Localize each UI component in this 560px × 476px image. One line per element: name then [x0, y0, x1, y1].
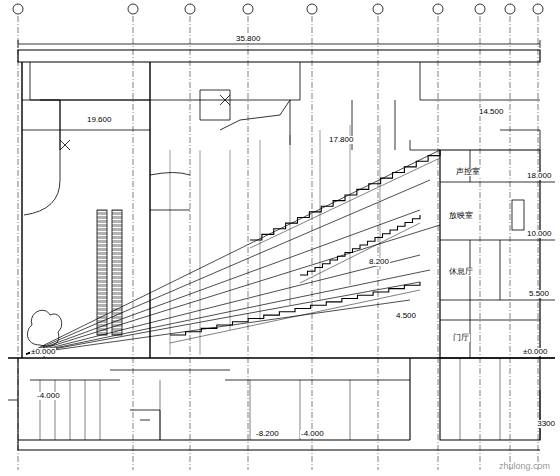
- level-label: 18.000: [526, 172, 552, 180]
- level-label: 35.800: [235, 35, 261, 43]
- level-label: ±0.000: [30, 348, 56, 356]
- level-label: 4.500: [395, 312, 417, 320]
- level-label: 门厅: [452, 334, 470, 342]
- level-label: 14.500: [478, 108, 504, 116]
- level-label: ±0.000: [522, 348, 548, 356]
- level-label: 8.200: [368, 258, 390, 266]
- level-label: 声控室: [455, 168, 481, 176]
- level-label: 5.500: [528, 290, 550, 298]
- level-label: -4.000: [36, 392, 61, 400]
- watermark: zhulong.com: [498, 462, 551, 471]
- level-label: -8.200: [255, 430, 280, 438]
- level-label: 17.800: [328, 136, 354, 144]
- level-label: -4.000: [300, 430, 325, 438]
- level-label: 休息厅: [448, 268, 474, 276]
- level-label: 3300: [536, 420, 556, 428]
- level-label: 19.600: [86, 116, 112, 124]
- level-label: 放映室: [448, 212, 474, 220]
- level-label: 10.000: [526, 230, 552, 238]
